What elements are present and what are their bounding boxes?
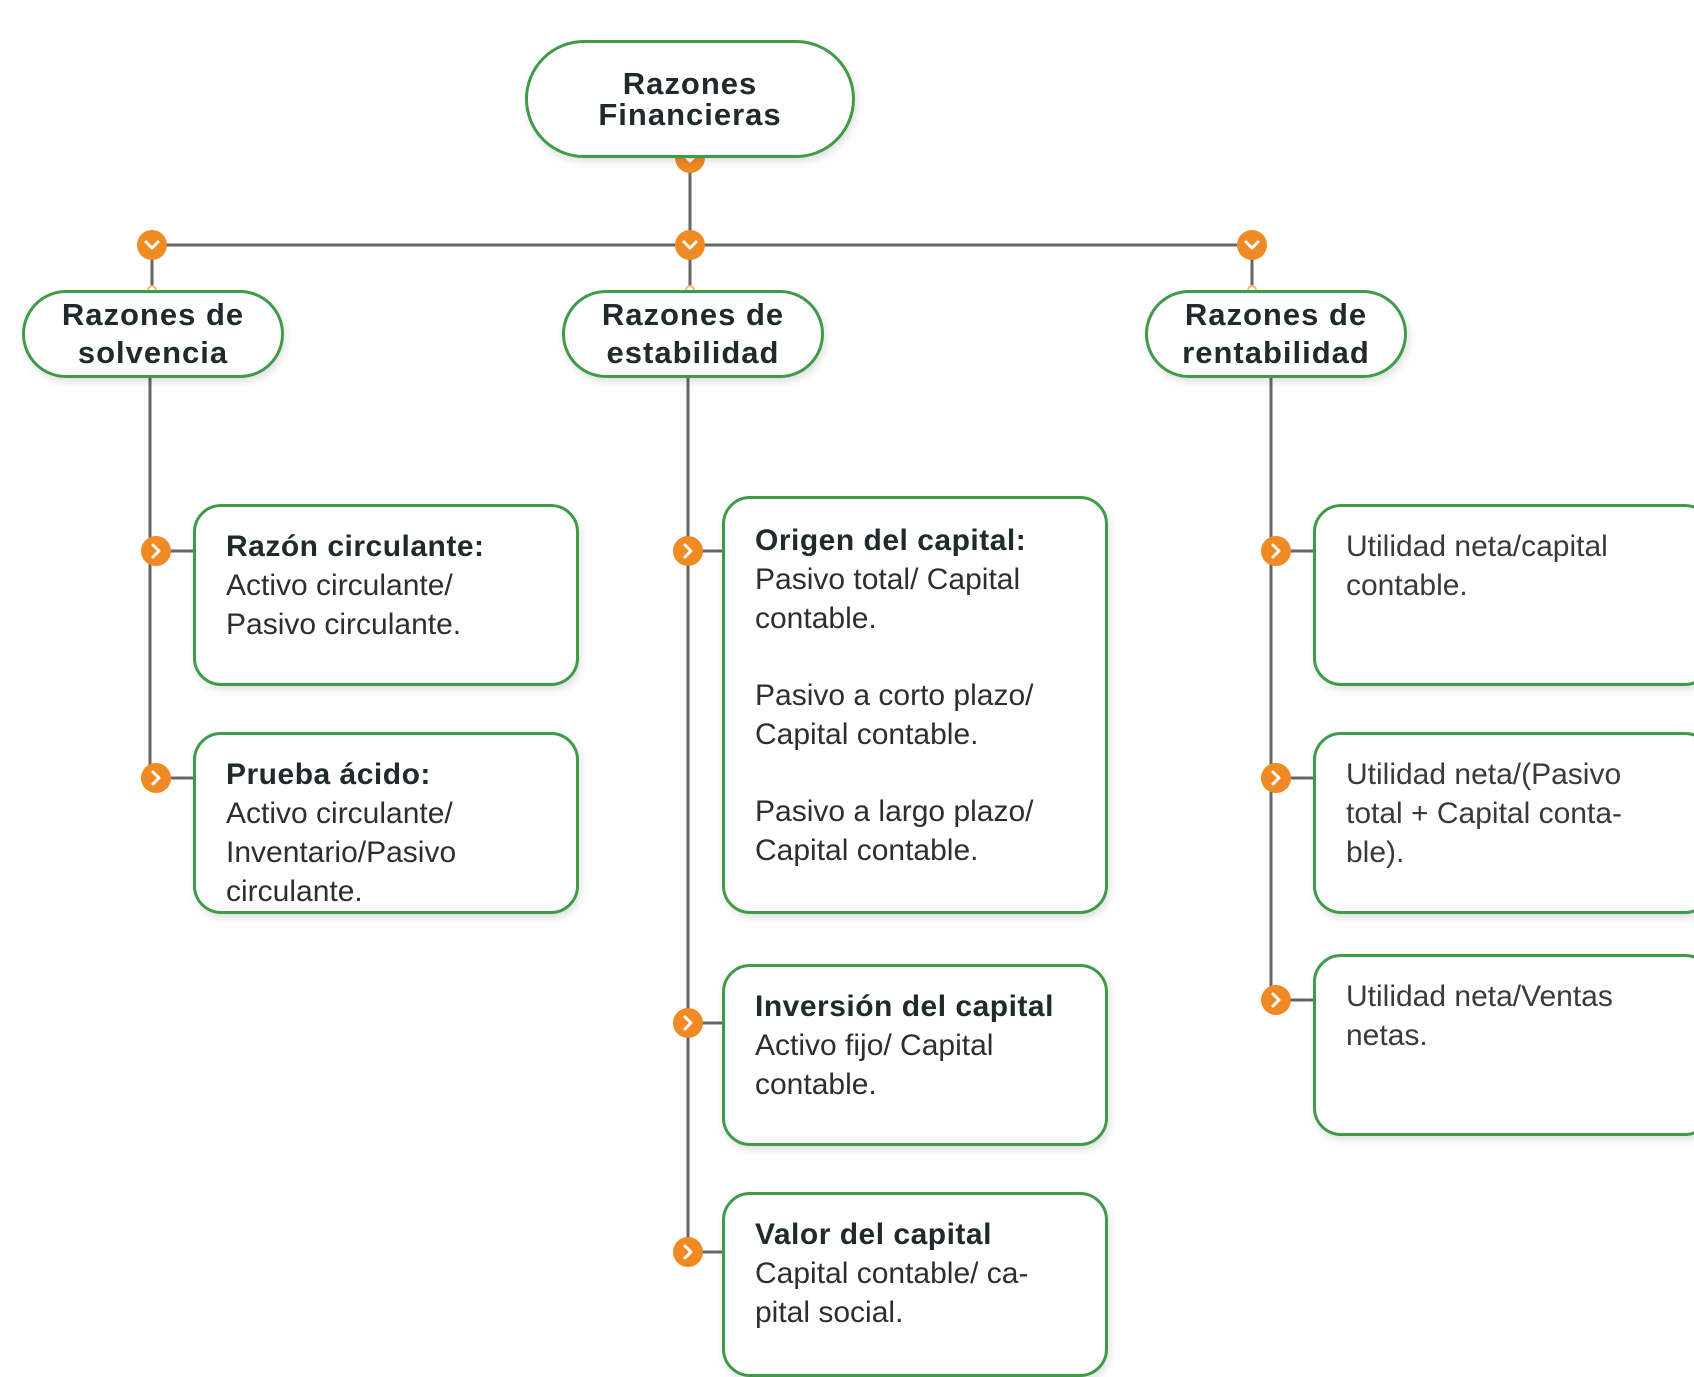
ratio-card-text: Capital contable/ ca- <box>755 1257 1029 1290</box>
ratio-card-text: contable. <box>755 602 877 635</box>
category-label-line-2: solvencia <box>77 335 229 370</box>
ratio-card-rentabilidad-3: Utilidad neta/Ventas netas. <box>1313 954 1694 1136</box>
chevron-right-icon <box>141 763 171 793</box>
ratio-card-text: contable. <box>1346 569 1468 602</box>
ratio-card-text: Utilidad neta/(Pasivo <box>1346 758 1622 791</box>
chevron-down-icon <box>1237 230 1267 260</box>
ratio-card-text: Pasivo circulante. <box>226 608 462 641</box>
ratio-card-razon-circulante: Razón circulante: Activo circulante/ Pas… <box>193 504 579 686</box>
chevron-right-icon <box>1261 985 1291 1015</box>
ratio-card-text: Activo fijo/ Capital <box>755 1029 994 1062</box>
chevron-down-icon <box>137 230 167 260</box>
chevron-right-icon <box>1261 763 1291 793</box>
ratio-card-text: Activo circulante/ <box>226 569 453 602</box>
category-label-line-2: estabilidad <box>606 335 780 370</box>
root-title-line-2: Financieras <box>598 97 782 132</box>
chevron-right-icon <box>673 1237 703 1267</box>
category-label-line-1: Razones de <box>1184 297 1368 332</box>
category-label-line-2: rentabilidad <box>1182 335 1370 370</box>
ratio-card-text: netas. <box>1346 1019 1428 1052</box>
ratio-card-text: pital social. <box>755 1296 904 1329</box>
ratio-card-text: Utilidad neta/Ventas <box>1346 980 1613 1013</box>
category-solvencia: Razones de solvencia <box>22 290 284 378</box>
ratio-card-title: Razón circulante: <box>226 530 485 563</box>
ratio-card-inversion-del-capital: Inversión del capital Activo fijo/ Capit… <box>722 964 1108 1146</box>
ratio-card-text: circulante. <box>226 875 363 908</box>
ratio-card-text: ble). <box>1346 836 1405 869</box>
ratio-card-text: Pasivo a corto plazo/ <box>755 679 1034 712</box>
ratio-card-text: contable. <box>755 1068 877 1101</box>
category-label-line-1: Razones de <box>61 297 245 332</box>
category-label-line-1: Razones de <box>601 297 785 332</box>
category-rentabilidad: Razones de rentabilidad <box>1145 290 1407 378</box>
ratio-card-text: Activo circulante/ <box>226 797 453 830</box>
ratio-card-rentabilidad-1: Utilidad neta/capital contable. <box>1313 504 1694 686</box>
ratio-card-valor-del-capital: Valor del capital Capital contable/ ca- … <box>722 1192 1108 1377</box>
ratio-card-text: Inventario/Pasivo <box>226 836 457 869</box>
ratio-card-text: Pasivo total/ Capital <box>755 563 1021 596</box>
ratio-card-text: Utilidad neta/capital <box>1346 530 1608 563</box>
ratio-card-title: Prueba ácido: <box>226 758 431 791</box>
chevron-right-icon <box>673 536 703 566</box>
ratio-card-text: Capital contable. <box>755 718 979 751</box>
chevron-right-icon <box>141 536 171 566</box>
paragraph-gap <box>755 754 1095 792</box>
ratio-card-title: Inversión del capital <box>755 990 1054 1023</box>
chevron-down-icon <box>675 230 705 260</box>
chevron-right-icon <box>1261 536 1291 566</box>
root-node: Razones Financieras <box>525 40 855 158</box>
ratio-card-origen-del-capital: Origen del capital: Pasivo total/ Capita… <box>722 496 1108 914</box>
ratio-card-text: Pasivo a largo plazo/ <box>755 795 1034 828</box>
ratio-card-prueba-acido: Prueba ácido: Activo circulante/ Inventa… <box>193 732 579 914</box>
ratio-card-title: Valor del capital <box>755 1218 992 1251</box>
root-title-line-1: Razones <box>622 66 758 101</box>
ratio-card-rentabilidad-2: Utilidad neta/(Pasivo total + Capital co… <box>1313 732 1694 914</box>
ratio-card-text: total + Capital conta- <box>1346 797 1622 830</box>
category-estabilidad: Razones de estabilidad <box>562 290 824 378</box>
paragraph-gap <box>755 638 1095 676</box>
ratio-card-title: Origen del capital: <box>755 524 1027 557</box>
ratio-card-text: Capital contable. <box>755 834 979 867</box>
chevron-right-icon <box>673 1008 703 1038</box>
